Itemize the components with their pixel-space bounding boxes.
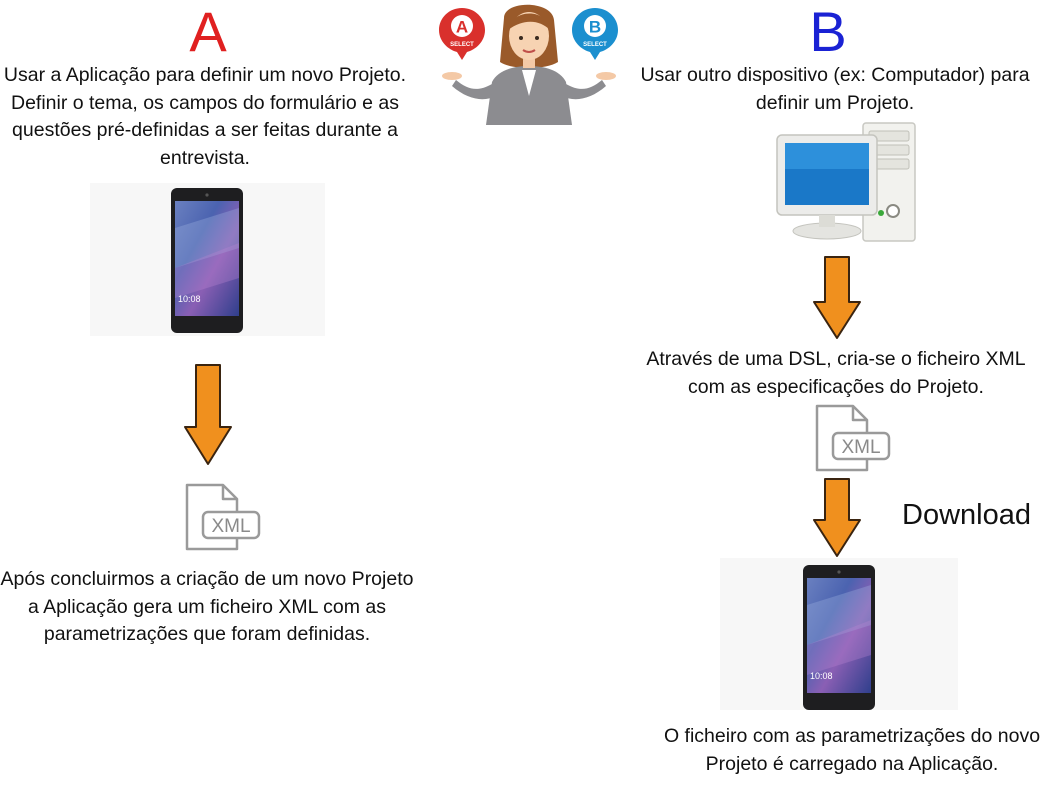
down-arrow-icon [812, 478, 862, 558]
smartphone-b-photo: 10:08 [720, 558, 958, 710]
option-a-letter: A [189, 0, 227, 63]
option-b-dsl-text: Através de uma DSL, cria-se o ficheiro X… [646, 348, 1026, 398]
svg-text:B: B [589, 18, 601, 37]
smartphone-icon: 10:08 [171, 188, 243, 333]
option-b-final-text: O ficheiro com as parametrizações do nov… [663, 725, 1041, 775]
download-label: Download [902, 499, 1031, 531]
option-a-intro-text: Usar a Aplicação para definir um novo Pr… [3, 64, 407, 169]
xml-file-icon: XML [815, 404, 893, 474]
xml-label: XML [211, 516, 250, 537]
woman-chooser-icon [434, 0, 624, 125]
down-arrow-icon [183, 364, 233, 466]
phone-clock: 10:08 [810, 671, 833, 681]
select-b-badge-icon: B SELECT [570, 6, 620, 62]
option-b-intro-text: Usar outro dispositivo (ex: Computador) … [640, 64, 1030, 114]
svg-text:SELECT: SELECT [450, 42, 474, 48]
desktop-computer-icon [775, 121, 920, 245]
xml-label: XML [841, 437, 880, 458]
xml-file-icon: XML [185, 483, 263, 553]
option-b-letter: B [809, 0, 847, 63]
svg-text:SELECT: SELECT [583, 42, 607, 48]
smartphone-a-photo: 10:08 [90, 183, 325, 336]
phone-clock: 10:08 [178, 294, 201, 304]
select-a-badge-icon: A SELECT [437, 6, 487, 62]
down-arrow-icon [812, 256, 862, 340]
svg-text:A: A [456, 18, 468, 37]
option-a-result-text: Após concluirmos a criação de um novo Pr… [0, 568, 414, 645]
smartphone-icon: 10:08 [803, 565, 875, 710]
